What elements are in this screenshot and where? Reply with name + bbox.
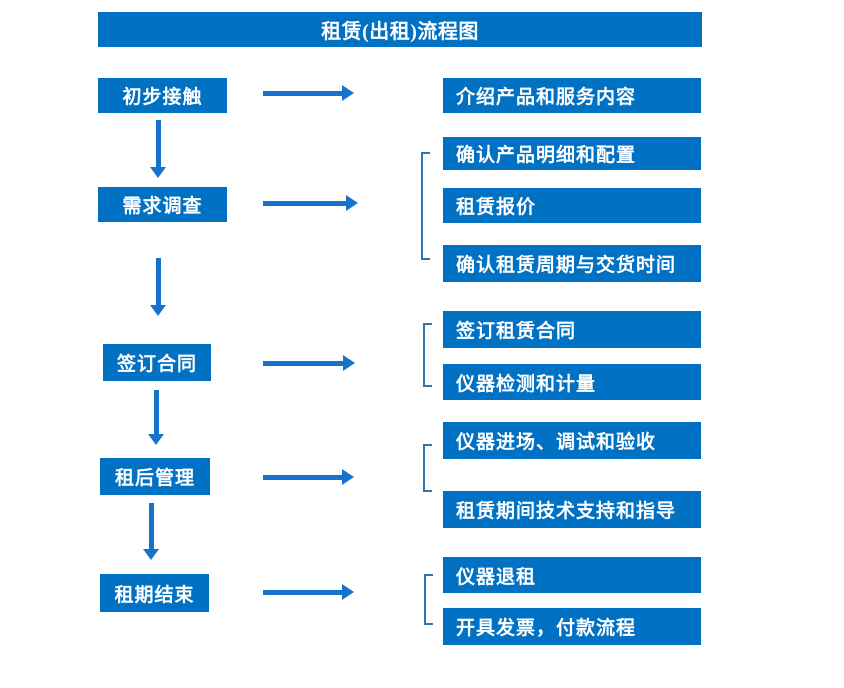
- detail-box: 确认产品明细和配置: [443, 137, 701, 170]
- step-initial-contact: 初步接触: [98, 78, 227, 113]
- step-rental-end: 租期结束: [100, 574, 209, 612]
- detail-box: 租赁报价: [443, 188, 701, 223]
- bracket-post-rental: [423, 444, 432, 492]
- down-arrow-4: [143, 503, 159, 560]
- arrow-shaft: [263, 589, 342, 595]
- arrow-head-icon: [148, 434, 164, 445]
- arrow-head-icon: [150, 305, 166, 316]
- detail-box: 签订租赁合同: [443, 311, 701, 348]
- bracket-rental-end: [424, 574, 433, 625]
- arrow-shaft: [153, 390, 159, 434]
- step-sign-contract: 签订合同: [103, 344, 211, 381]
- arrow-shaft: [263, 360, 343, 366]
- down-arrow-2: [150, 258, 166, 316]
- right-arrow-1: [263, 85, 354, 101]
- arrow-head-icon: [342, 469, 354, 485]
- arrow-head-icon: [150, 167, 166, 178]
- detail-box: 仪器退租: [443, 557, 701, 593]
- detail-box: 仪器检测和计量: [443, 364, 701, 400]
- detail-box: 租赁期间技术支持和指导: [443, 491, 701, 528]
- down-arrow-1: [150, 120, 166, 178]
- right-arrow-2: [263, 195, 358, 211]
- arrow-shaft: [155, 120, 161, 167]
- right-arrow-4: [263, 469, 354, 485]
- arrow-head-icon: [343, 355, 355, 371]
- arrow-head-icon: [342, 584, 354, 600]
- bracket-sign-contract: [423, 323, 432, 387]
- arrow-shaft: [155, 258, 161, 305]
- arrow-shaft: [263, 474, 342, 480]
- step-demand-survey: 需求调查: [98, 187, 227, 222]
- arrow-shaft: [263, 200, 346, 206]
- right-arrow-5: [263, 584, 354, 600]
- arrow-head-icon: [346, 195, 358, 211]
- arrow-head-icon: [143, 549, 159, 560]
- detail-box: 确认租赁周期与交货时间: [443, 245, 701, 282]
- bracket-demand-survey: [421, 152, 430, 260]
- step-post-rental-management: 租后管理: [100, 458, 210, 495]
- detail-box: 开具发票，付款流程: [443, 608, 701, 645]
- arrow-shaft: [148, 503, 154, 549]
- arrow-shaft: [263, 90, 342, 96]
- flowchart-title: 租赁(出租)流程图: [98, 12, 702, 47]
- down-arrow-3: [148, 390, 164, 445]
- right-arrow-3: [263, 355, 355, 371]
- detail-box: 仪器进场、调试和验收: [443, 422, 701, 459]
- detail-box: 介绍产品和服务内容: [443, 78, 701, 113]
- arrow-head-icon: [342, 85, 354, 101]
